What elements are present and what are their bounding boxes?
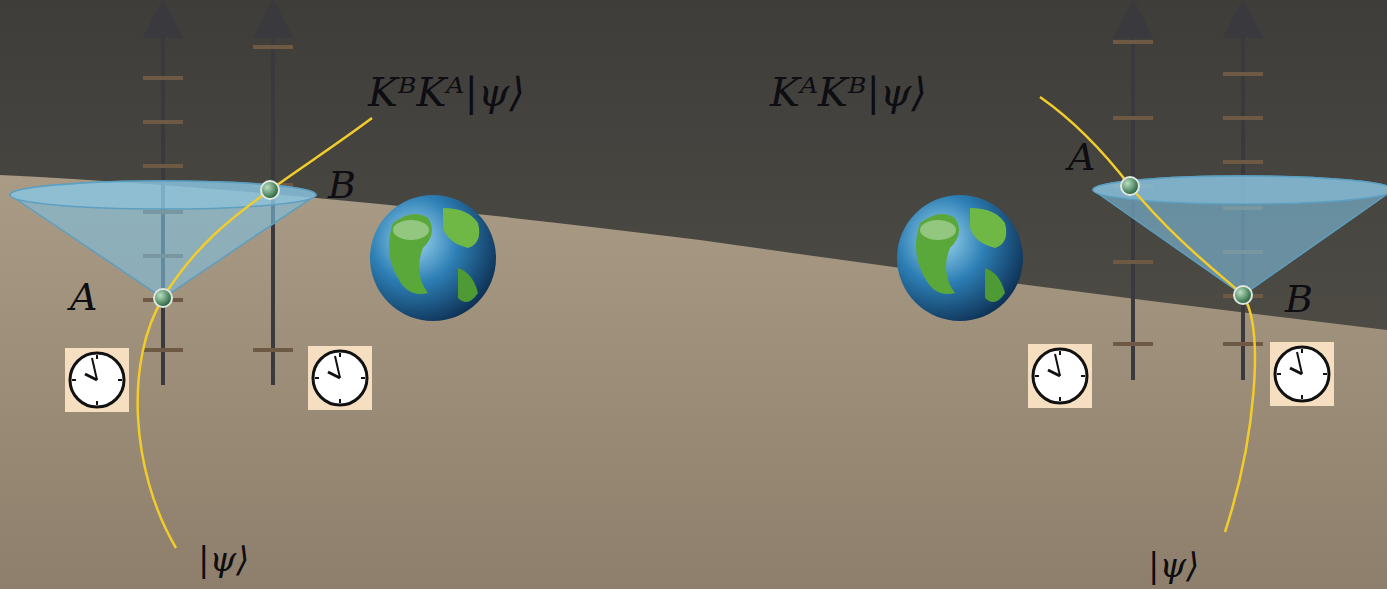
state-label: |ψ⟩: [198, 542, 249, 576]
state-label: |ψ⟩: [1148, 548, 1199, 582]
event-label: A: [1068, 138, 1095, 176]
event-label: B: [328, 166, 356, 204]
operator-label: KᴮKᴬ|ψ⟩: [368, 72, 525, 112]
operator-label: KᴬKᴮ|ψ⟩: [770, 72, 927, 112]
event-label: B: [1285, 280, 1313, 318]
event-label: A: [70, 278, 97, 316]
